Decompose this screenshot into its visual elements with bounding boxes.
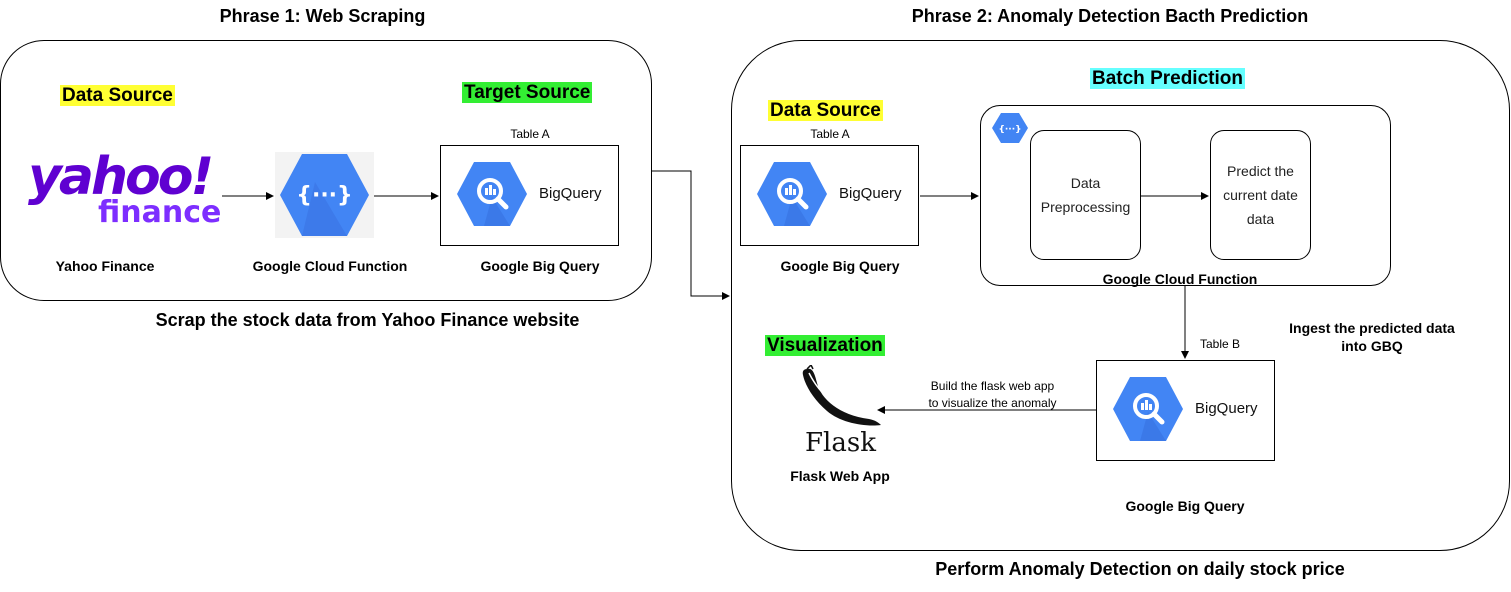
phase1-bigquery-text: BigQuery (539, 185, 602, 202)
bigquery-icon (457, 162, 527, 226)
phase2-bigquery-a-label: Google Big Query (780, 258, 900, 274)
bigquery-icon (757, 162, 827, 226)
phase1-caption: Scrap the stock data from Yahoo Finance … (155, 310, 580, 330)
batch-prediction-group (980, 105, 1391, 286)
yahoo-logo-sub: finance (98, 195, 222, 230)
yahoo-finance-label: Yahoo Finance (55, 258, 155, 274)
phase1-bigquery-box: BigQuery (440, 145, 619, 246)
flask-arrow-text-2: to visualize the anomaly (928, 396, 1057, 410)
phase1-table-label: Table A (510, 127, 550, 141)
arrow-phase1-to-phase2 (652, 170, 730, 300)
phase2-cloud-function-label: Google Cloud Function (1102, 271, 1258, 287)
phase2-table-b-label: Table B (1199, 337, 1241, 351)
phase2-container (731, 40, 1510, 551)
flask-web-app-label: Flask Web App (790, 468, 890, 484)
phase1-data-source-label: Data Source (60, 85, 175, 106)
batch-prediction-label: Batch Prediction (1090, 68, 1245, 89)
phase2-bigquery-b-label: Google Big Query (1125, 498, 1245, 514)
phase2-bigquery-b-text: BigQuery (1195, 400, 1258, 417)
flask-horn-icon (802, 363, 881, 426)
phase2-caption: Perform Anomaly Detection on daily stock… (935, 559, 1345, 579)
flask-logo: Flask (795, 363, 895, 460)
cloud-function-icon: {···} (280, 154, 369, 236)
predict-step: Predict the current date data (1210, 130, 1311, 260)
phase2-data-source-label: Data Source (768, 100, 883, 121)
phase1-container (0, 40, 652, 301)
phase1-bigquery-label: Google Big Query (480, 258, 600, 274)
phase2-title: Phrase 2: Anomaly Detection Bacth Predic… (911, 6, 1309, 26)
phase2-table-a-label: Table A (810, 127, 850, 141)
phase1-title: Phrase 1: Web Scraping (219, 6, 426, 26)
phase1-target-source-label: Target Source (462, 82, 593, 103)
data-preprocessing-step: Data Preprocessing (1030, 130, 1141, 260)
svg-text:{···}: {···} (998, 125, 1021, 135)
phase2-bigquery-a-box: BigQuery (740, 145, 919, 246)
ingest-text: Ingest the predicted data into GBQ (1289, 320, 1455, 354)
yahoo-logo-text: yahoo! (28, 147, 214, 207)
cloud-function-icon: {···} (992, 113, 1028, 143)
yahoo-finance-logo: yahoo! finance (28, 150, 228, 240)
cloud-function-label: Google Cloud Function (252, 258, 408, 274)
cloud-function-node: {···} (275, 152, 374, 238)
phase2-bigquery-b-box: BigQuery (1096, 360, 1275, 461)
visualization-label: Visualization (765, 335, 885, 356)
flask-arrow-text-1: Build the flask web app (930, 379, 1055, 393)
flask-logo-text: Flask (805, 428, 876, 458)
bigquery-icon (1113, 377, 1183, 441)
phase2-bigquery-a-text: BigQuery (839, 185, 902, 202)
svg-text:{···}: {···} (296, 183, 352, 208)
